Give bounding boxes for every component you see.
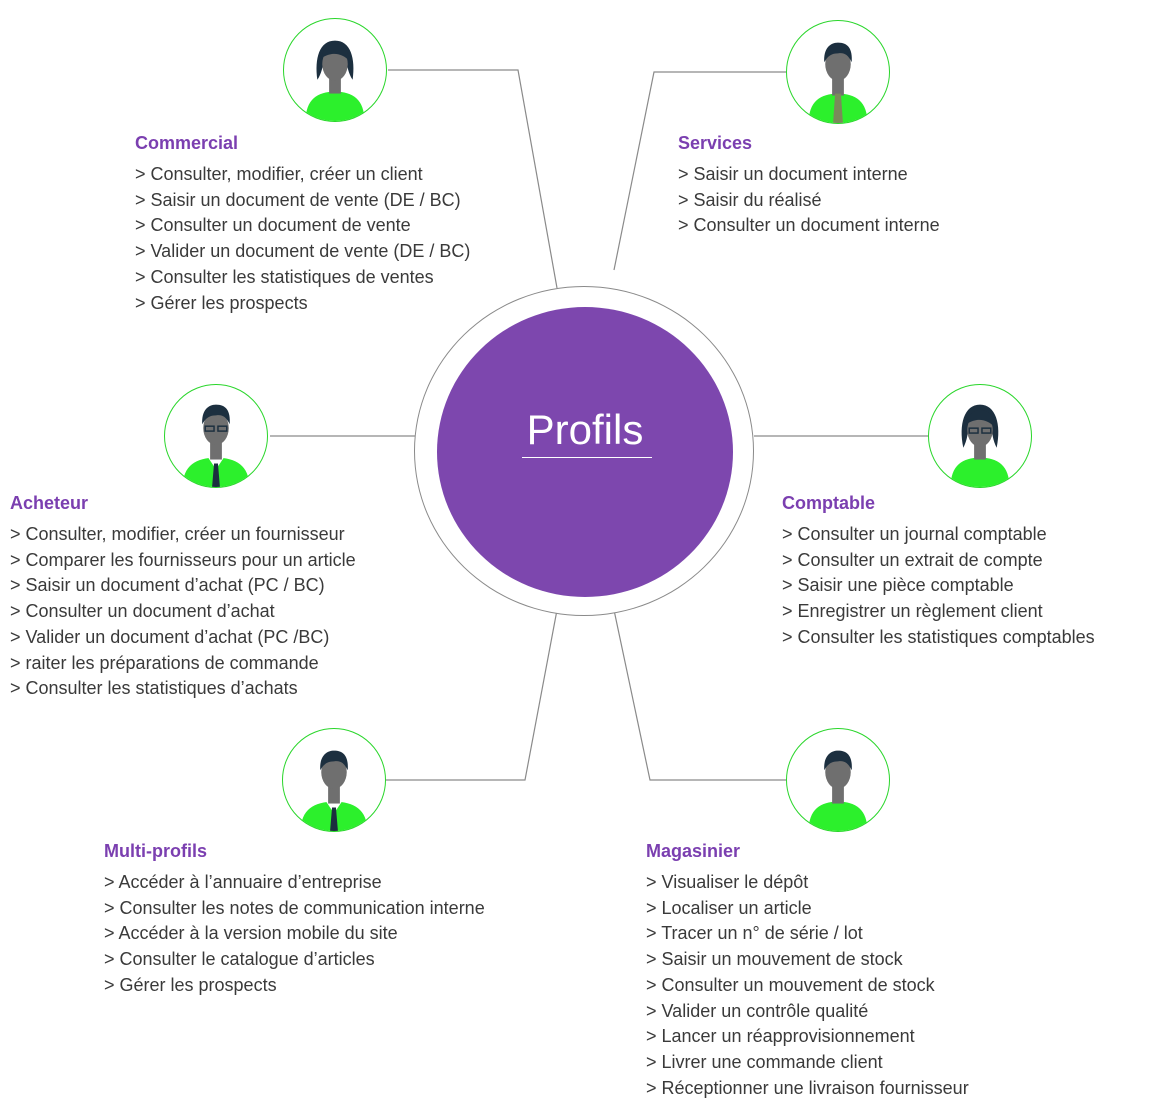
list-item: > Saisir un document interne bbox=[678, 164, 908, 184]
profile-title: Services bbox=[678, 133, 753, 153]
list-item: > Consulter un journal comptable bbox=[782, 524, 1047, 544]
list-item: > Saisir un document de vente (DE / BC) bbox=[135, 189, 461, 210]
list-item: > Consulter un extrait de compte bbox=[782, 549, 1043, 570]
connector-commercial bbox=[388, 69, 558, 289]
man-suit-tie-icon bbox=[282, 728, 386, 832]
hub-underline bbox=[522, 457, 652, 458]
profile-magasinier: Magasinier > Visualiser le dépôt > Local… bbox=[646, 840, 969, 1101]
list-item: > Consulter un document d’achat bbox=[10, 601, 275, 622]
profile-comptable: Comptable > Consulter un journal comptab… bbox=[782, 492, 1095, 651]
profile-list: > Saisir un document interne > Saisir du… bbox=[678, 162, 940, 239]
list-item: > Localiser un article bbox=[646, 897, 812, 918]
profile-title: Acheteur bbox=[10, 493, 89, 513]
profile-list: > Consulter, modifier, créer un client >… bbox=[135, 162, 470, 316]
list-item: > Consulter, modifier, créer un client bbox=[135, 164, 423, 184]
woman-icon bbox=[283, 18, 387, 122]
list-item: > Consulter les statistiques d’achats bbox=[10, 678, 298, 699]
list-item: > Visualiser le dépôt bbox=[646, 872, 809, 892]
man-glasses-suit-icon bbox=[164, 384, 268, 488]
profile-commercial: Commercial > Consulter, modifier, créer … bbox=[135, 132, 470, 316]
profile-title: Commercial bbox=[135, 133, 239, 153]
list-item: > Consulter les notes de communication i… bbox=[104, 897, 485, 918]
woman-glasses-icon bbox=[928, 384, 1032, 488]
list-item: > Consulter un document de vente bbox=[135, 215, 411, 236]
list-item: > Saisir un mouvement de stock bbox=[646, 949, 903, 970]
hub-circle bbox=[437, 307, 733, 597]
list-item: > Accéder à l’annuaire d’entreprise bbox=[104, 872, 382, 892]
list-item: > Consulter les statistiques comptables bbox=[782, 626, 1095, 647]
profile-services: Services > Saisir un document interne > … bbox=[678, 132, 940, 239]
connector-services bbox=[613, 71, 790, 271]
list-item: > Enregistrer un règlement client bbox=[782, 601, 1043, 622]
list-item: > Lancer un réapprovisionnement bbox=[646, 1026, 915, 1047]
list-item: > Consulter le catalogue d’articles bbox=[104, 949, 375, 970]
man-tie-icon bbox=[786, 20, 890, 124]
list-item: > Saisir un document d’achat (PC / BC) bbox=[10, 575, 325, 596]
profile-title: Multi-profils bbox=[104, 841, 207, 861]
list-item: > raiter les préparations de commande bbox=[10, 652, 319, 673]
profile-multi-profils: Multi-profils > Accéder à l’annuaire d’e… bbox=[104, 840, 485, 999]
list-item: > Saisir une pièce comptable bbox=[782, 575, 1014, 596]
list-item: > Livrer une commande client bbox=[646, 1051, 883, 1072]
list-item: > Gérer les prospects bbox=[135, 292, 308, 313]
list-item: > Valider un contrôle qualité bbox=[646, 1000, 869, 1021]
list-item: > Consulter les statistiques de ventes bbox=[135, 266, 434, 287]
profile-list: > Consulter un journal comptable > Consu… bbox=[782, 522, 1095, 651]
list-item: > Consulter un document interne bbox=[678, 215, 940, 236]
profile-title: Comptable bbox=[782, 493, 876, 513]
profile-list: > Consulter, modifier, créer un fourniss… bbox=[10, 522, 356, 702]
list-item: > Valider un document de vente (DE / BC) bbox=[135, 241, 471, 262]
list-item: > Consulter, modifier, créer un fourniss… bbox=[10, 524, 345, 544]
man-icon bbox=[786, 728, 890, 832]
list-item: > Consulter un mouvement de stock bbox=[646, 974, 935, 995]
list-item: > Comparer les fournisseurs pour un arti… bbox=[10, 549, 356, 570]
list-item: > Saisir du réalisé bbox=[678, 189, 822, 210]
list-item: > Réceptionner une livraison fournisseur bbox=[646, 1077, 969, 1098]
hub-label: Profils bbox=[526, 406, 644, 453]
connector-multi bbox=[386, 609, 558, 781]
profile-list: > Accéder à l’annuaire d’entreprise > Co… bbox=[104, 870, 485, 999]
profile-title: Magasinier bbox=[646, 841, 741, 861]
profile-acheteur: Acheteur > Consulter, modifier, créer un… bbox=[10, 492, 356, 702]
list-item: > Tracer un n° de série / lot bbox=[646, 923, 863, 944]
list-item: > Valider un document d’achat (PC /BC) bbox=[10, 626, 330, 647]
list-item: > Gérer les prospects bbox=[104, 974, 277, 995]
profile-list: > Visualiser le dépôt > Localiser un art… bbox=[646, 870, 969, 1101]
list-item: > Accéder à la version mobile du site bbox=[104, 923, 398, 944]
connector-magasinier bbox=[613, 609, 786, 781]
